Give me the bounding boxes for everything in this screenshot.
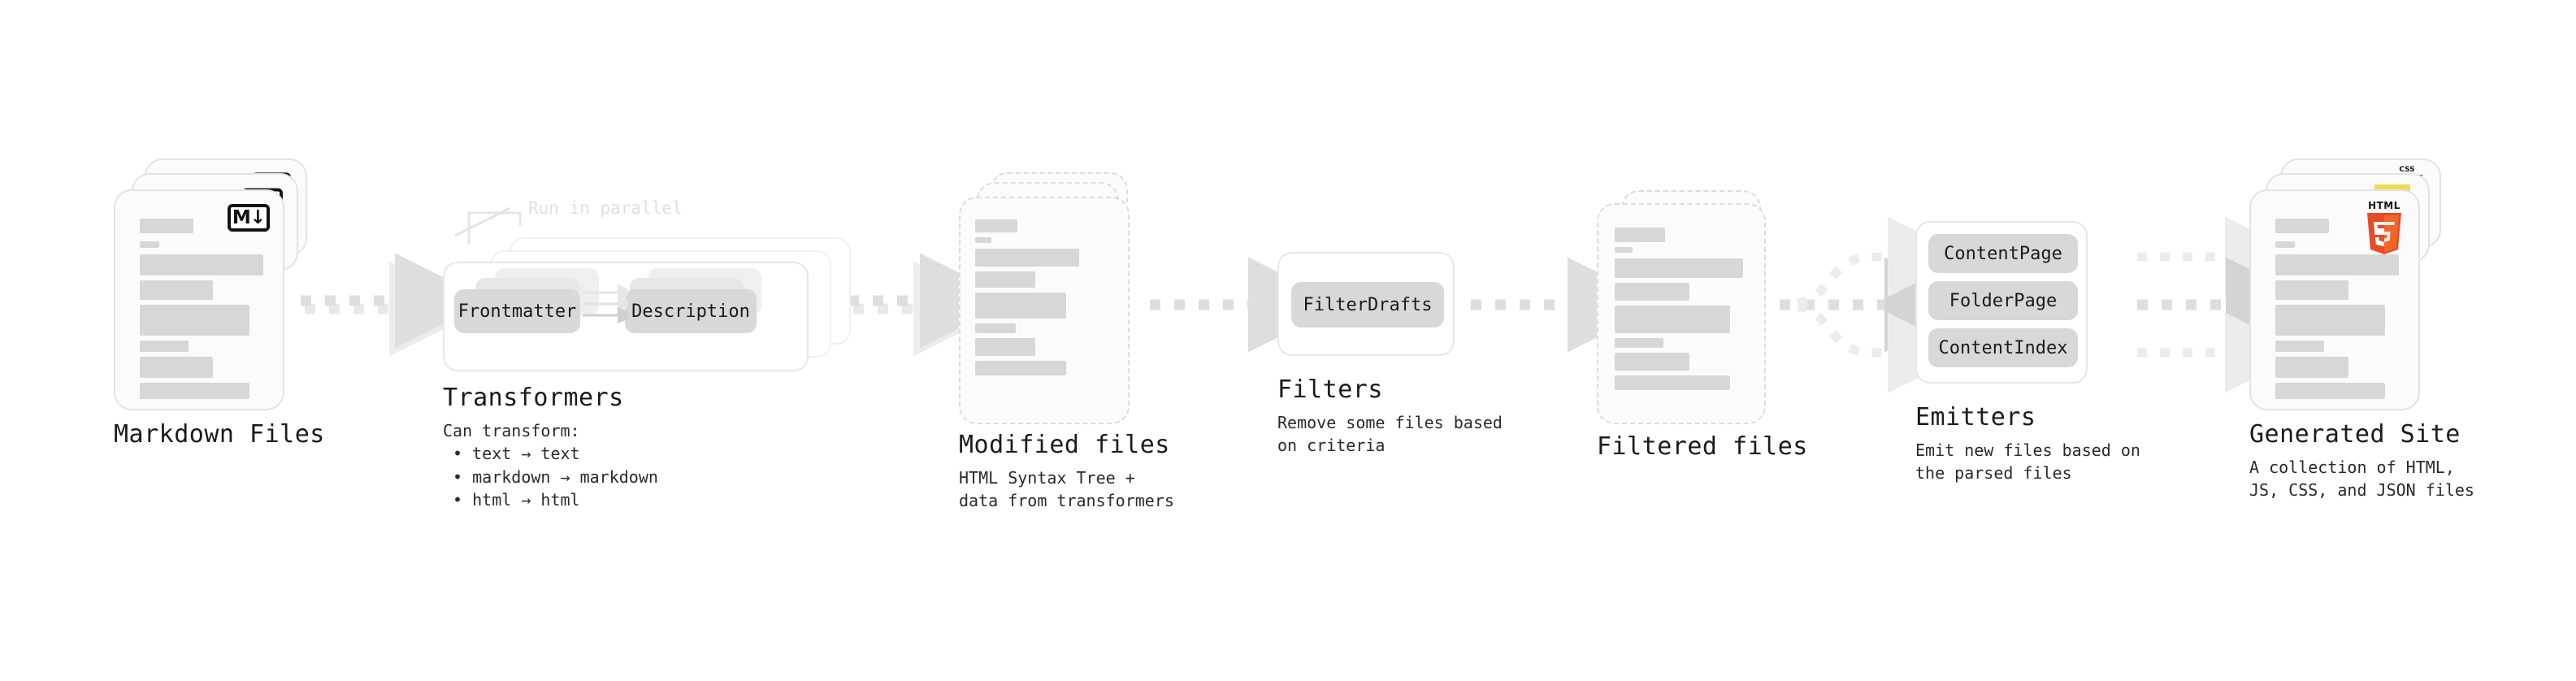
skeleton-line — [975, 237, 991, 243]
connector-filtered-to-emitters — [1780, 216, 1980, 393]
markdown-icon: M↓ — [228, 204, 270, 232]
skeleton-line — [2275, 280, 2348, 300]
skeleton-line — [1615, 353, 1689, 371]
skeleton-line — [140, 280, 213, 300]
skeleton-line — [2275, 340, 2324, 352]
generated-card-stack[interactable]: CSS HTML — [2249, 158, 2444, 410]
skeleton-line — [975, 293, 1066, 319]
skeleton-line — [975, 323, 1016, 333]
modified-files-body: HTML Syntax Tree + data from transformer… — [959, 468, 1174, 511]
skeleton-line — [140, 340, 189, 352]
stage-modified-files: Modified files HTML Syntax Tree + data f… — [959, 172, 1174, 510]
emitter-pill-folderpage[interactable]: FolderPage — [1928, 281, 2078, 320]
emitters-body: Emit new files based on the parsed files — [1915, 440, 2140, 484]
skeleton-line — [2275, 219, 2329, 233]
transformers-title: Transformers — [443, 384, 624, 412]
markdown-card-stack[interactable]: M↓ M↓ M↓ — [114, 158, 309, 410]
filters-body: Remove some files based on criteria — [1277, 413, 1503, 456]
skeleton-line — [1615, 247, 1633, 253]
skeleton-line — [975, 338, 1035, 356]
run-in-parallel-bracket — [454, 206, 522, 244]
transformer-pill-frontmatter[interactable]: Frontmatter — [454, 289, 580, 333]
generated-site-body: A collection of HTML, JS, CSS, and JSON … — [2249, 458, 2474, 501]
stage-markdown-files: M↓ M↓ M↓ Markdow — [114, 158, 324, 449]
transformer-inner-arrows — [583, 284, 628, 324]
filtered-card-front[interactable] — [1597, 203, 1766, 424]
connector-md-to-transformers — [301, 253, 490, 357]
html5-icon-label: HTML — [2368, 200, 2400, 211]
skeleton-line — [140, 254, 263, 275]
skeleton-line — [1615, 258, 1743, 278]
emitter-pill-contentindex[interactable]: ContentIndex — [1928, 328, 2078, 367]
pill-label: Description — [631, 301, 750, 322]
skeleton-line — [140, 241, 159, 248]
pill-label: ContentIndex — [1938, 337, 2068, 358]
transformers-box-front[interactable]: Frontmatter Description — [443, 262, 809, 371]
stage-filtered-files: Filtered files — [1597, 190, 1807, 461]
generated-site-title: Generated Site — [2249, 420, 2461, 449]
skeleton-line — [1615, 283, 1689, 301]
pill-label: FolderPage — [1949, 290, 2058, 311]
skeleton-line — [140, 305, 249, 336]
emitter-pill-contentpage[interactable]: ContentPage — [1928, 234, 2078, 273]
markdown-icon-glyph: M↓ — [232, 206, 266, 228]
pill-label: Frontmatter — [458, 301, 577, 322]
pill-label: FilterDrafts — [1303, 294, 1433, 315]
filtered-card-stack[interactable] — [1597, 190, 1784, 426]
transformer-pill-description[interactable]: Description — [625, 289, 757, 333]
skeleton-line — [2275, 241, 2295, 248]
html5-icon: HTML — [2361, 200, 2407, 254]
skeleton-line — [2275, 357, 2348, 378]
css3-icon-label: CSS — [2399, 166, 2415, 174]
filters-box[interactable]: FilterDrafts — [1277, 252, 1455, 356]
skeleton-line — [2275, 254, 2399, 275]
filters-title: Filters — [1277, 375, 1383, 404]
stage-generated-site: CSS HTML — [2249, 158, 2474, 500]
emitters-title: Emitters — [1915, 403, 2036, 432]
filter-pill-filterdrafts[interactable]: FilterDrafts — [1291, 282, 1444, 327]
modified-files-title: Modified files — [959, 431, 1170, 459]
modified-card-front[interactable] — [959, 197, 1130, 424]
skeleton-line — [975, 249, 1079, 267]
skeleton-line — [2275, 383, 2385, 399]
skeleton-line — [140, 357, 213, 378]
skeleton-line — [975, 361, 1066, 375]
transformers-body: Can transform: • text → text • markdown … — [443, 421, 658, 510]
modified-card-stack[interactable] — [959, 172, 1146, 424]
pill-label: ContentPage — [1944, 243, 2062, 264]
skeleton-line — [1615, 306, 1730, 333]
skeleton-line — [975, 271, 1035, 288]
skeleton-line — [2275, 305, 2385, 336]
skeleton-line — [1615, 338, 1663, 348]
skeleton-line — [975, 219, 1017, 232]
skeleton-line — [140, 383, 249, 399]
html5-icon-shield — [2365, 212, 2404, 254]
markdown-files-title: Markdown Files — [114, 420, 325, 449]
connector-emitters-to-site — [2137, 216, 2321, 393]
markdown-card-front[interactable]: M↓ — [114, 189, 284, 410]
skeleton-line — [1615, 228, 1665, 242]
run-in-parallel-label: Run in parallel — [528, 198, 683, 218]
generated-card-front-html[interactable]: HTML — [2249, 189, 2420, 410]
skeleton-line — [140, 219, 193, 233]
skeleton-line — [1615, 375, 1730, 390]
filtered-files-title: Filtered files — [1597, 432, 1808, 461]
emitters-box[interactable]: ContentPage FolderPage ContentIndex — [1915, 221, 2088, 384]
